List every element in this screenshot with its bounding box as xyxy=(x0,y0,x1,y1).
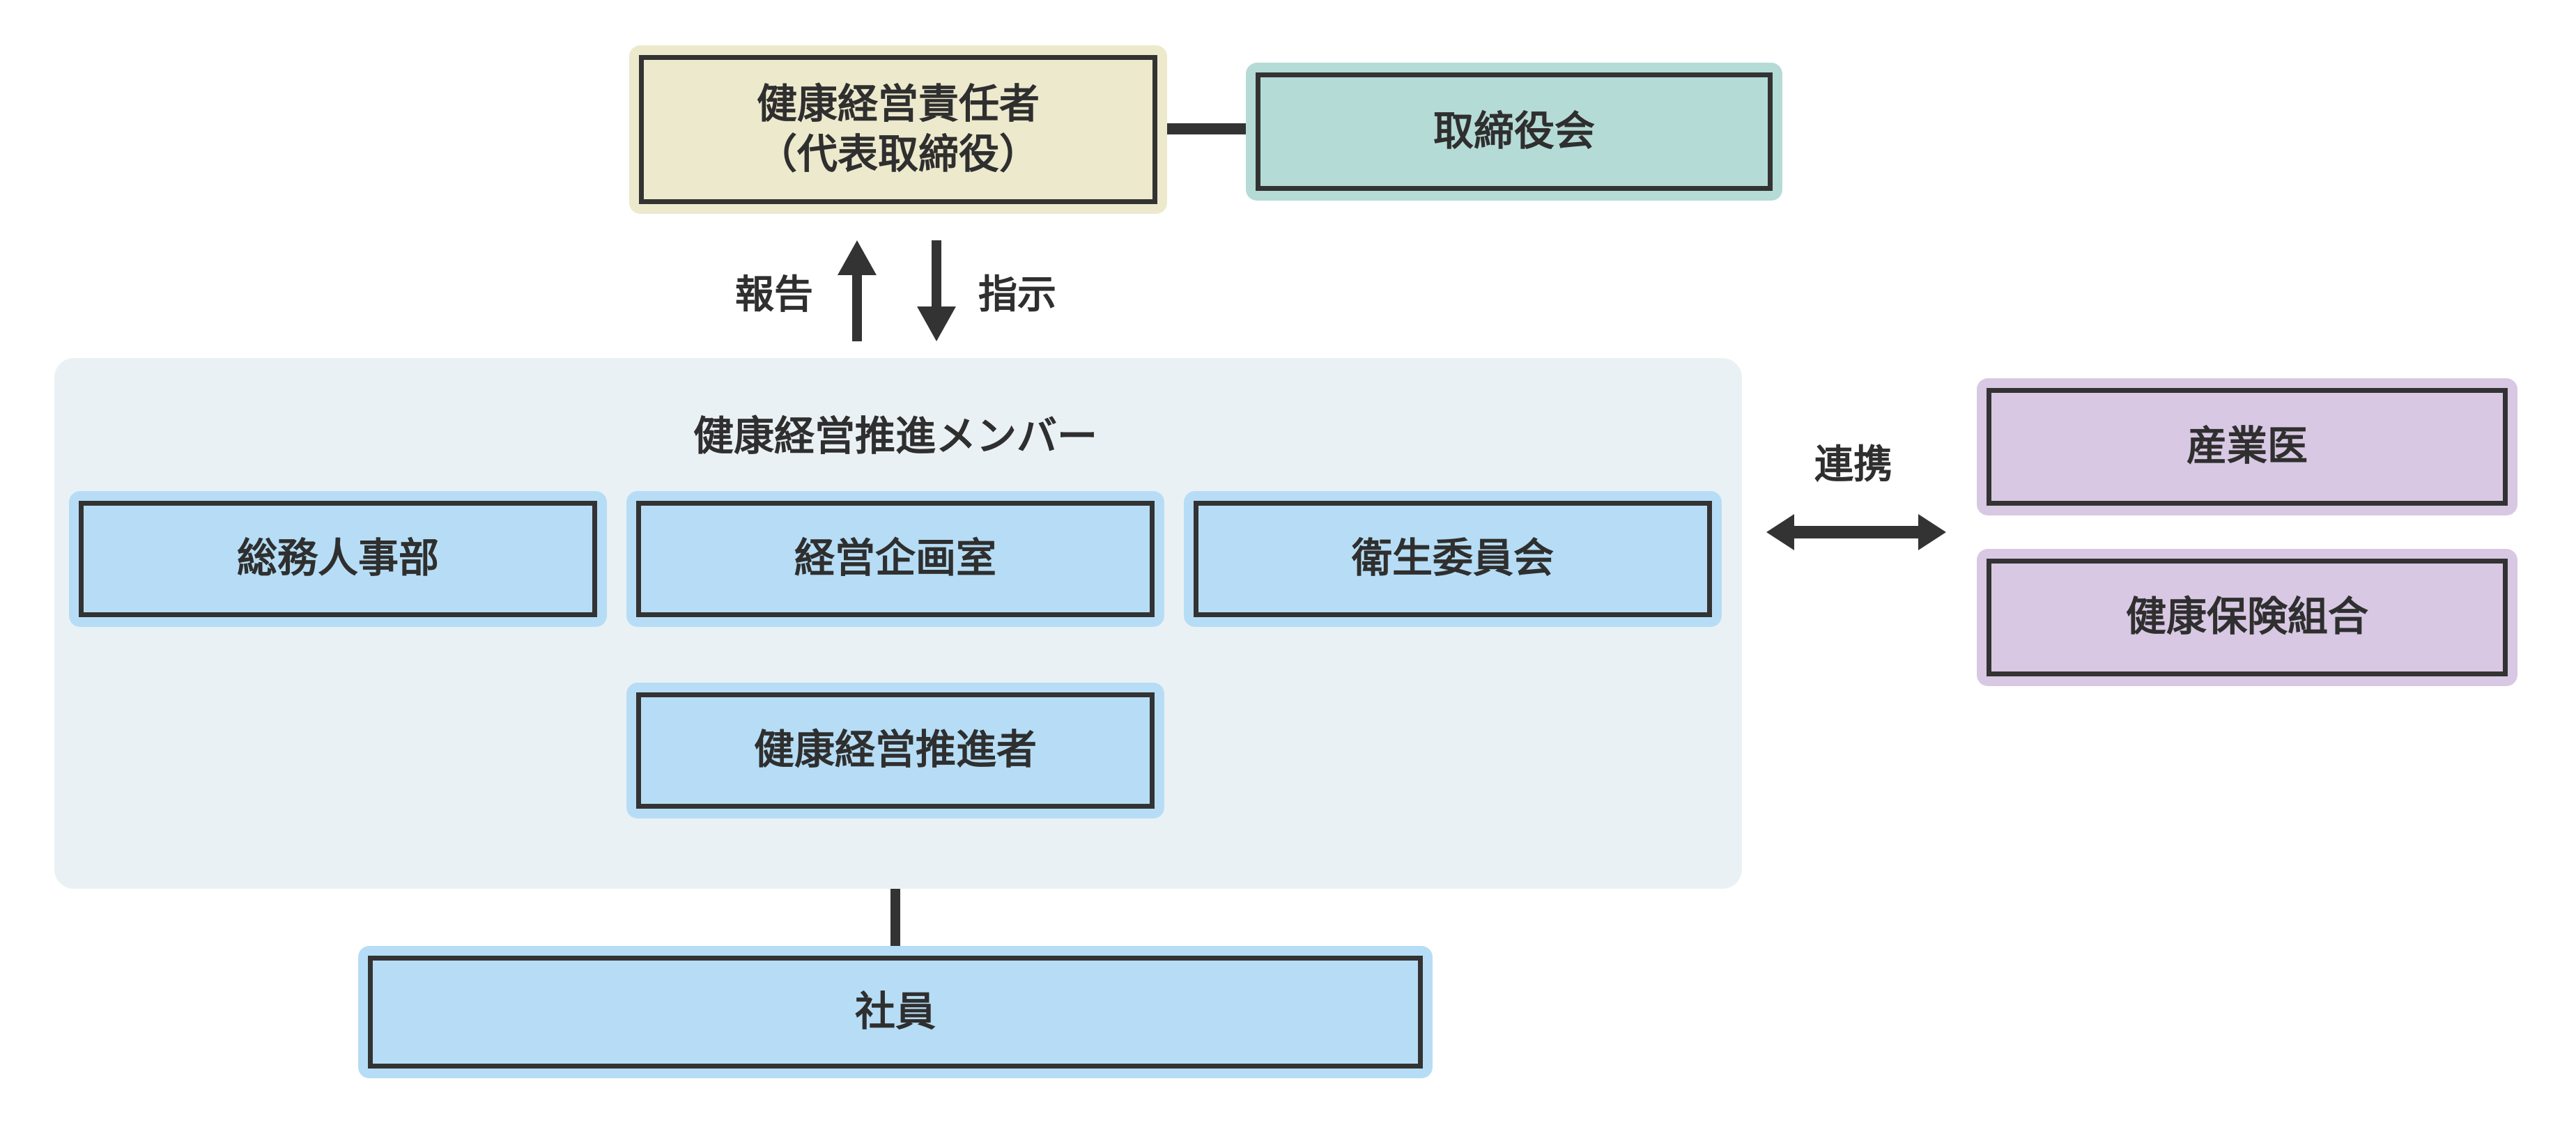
node-health-committee: 衛生委員会 xyxy=(1184,491,1722,627)
node-employees: 社員 xyxy=(358,946,1433,1078)
node-health-management-officer-inner: 健康経営責任者 （代表取締役） xyxy=(639,55,1157,204)
group-employees-connector-line xyxy=(890,889,900,946)
node-board-of-directors: 取締役会 xyxy=(1246,63,1782,201)
collaborate-label: 連携 xyxy=(1814,442,1892,486)
officer-label-line1: 健康経営責任者 xyxy=(756,81,1040,127)
node-general-affairs-hr-inner: 総務人事部 xyxy=(79,501,597,617)
arrow-up-head xyxy=(838,240,877,275)
external2-label: 健康保険組合 xyxy=(2125,594,2368,640)
node-board-of-directors-inner: 取締役会 xyxy=(1256,72,1773,191)
arrow-double-collaborate-icon xyxy=(1766,514,1946,550)
node-health-insurance-association: 健康保険組合 xyxy=(1977,549,2517,686)
arrow-double-right-head xyxy=(1918,514,1946,550)
node-corporate-planning-inner: 経営企画室 xyxy=(636,501,1155,617)
arrow-up-shaft xyxy=(852,272,862,341)
node-health-promotion-leader-inner: 健康経営推進者 xyxy=(636,692,1155,809)
node-general-affairs-hr: 総務人事部 xyxy=(69,491,607,627)
member3-label: 衛生委員会 xyxy=(1351,536,1554,582)
arrow-double-left-head xyxy=(1766,514,1794,550)
arrow-up-report-icon xyxy=(838,240,877,341)
group-health-promotion-members: 健康経営推進メンバー 総務人事部 経営企画室 衛生委員会 健康経営推進者 xyxy=(54,358,1742,889)
member1-label: 総務人事部 xyxy=(236,536,439,582)
promoter-label: 健康経営推進者 xyxy=(753,727,1037,773)
node-occupational-physician-inner: 産業医 xyxy=(1987,388,2508,506)
node-health-promotion-leader: 健康経営推進者 xyxy=(626,683,1164,818)
member2-label: 経営企画室 xyxy=(794,536,996,582)
arrow-down-shaft xyxy=(932,240,941,309)
officer-label-line2: （代表取締役） xyxy=(756,132,1040,177)
node-health-insurance-association-inner: 健康保険組合 xyxy=(1987,559,2508,676)
node-corporate-planning: 経営企画室 xyxy=(626,491,1164,627)
instruct-label: 指示 xyxy=(978,272,1056,316)
arrow-down-instruct-icon xyxy=(917,240,956,341)
officer-board-connector-line xyxy=(1167,123,1246,134)
external1-label: 産業医 xyxy=(2186,424,2308,469)
node-employees-inner: 社員 xyxy=(368,956,1423,1069)
group-title: 健康経営推進メンバー xyxy=(693,414,1097,459)
node-health-committee-inner: 衛生委員会 xyxy=(1194,501,1712,617)
node-health-management-officer: 健康経営責任者 （代表取締役） xyxy=(629,45,1167,214)
report-label: 報告 xyxy=(735,272,813,316)
node-occupational-physician: 産業医 xyxy=(1977,378,2517,515)
employees-label: 社員 xyxy=(854,988,936,1034)
arrow-down-head xyxy=(917,306,956,341)
board-label: 取締役会 xyxy=(1433,108,1595,154)
arrow-double-shaft xyxy=(1791,526,1921,538)
